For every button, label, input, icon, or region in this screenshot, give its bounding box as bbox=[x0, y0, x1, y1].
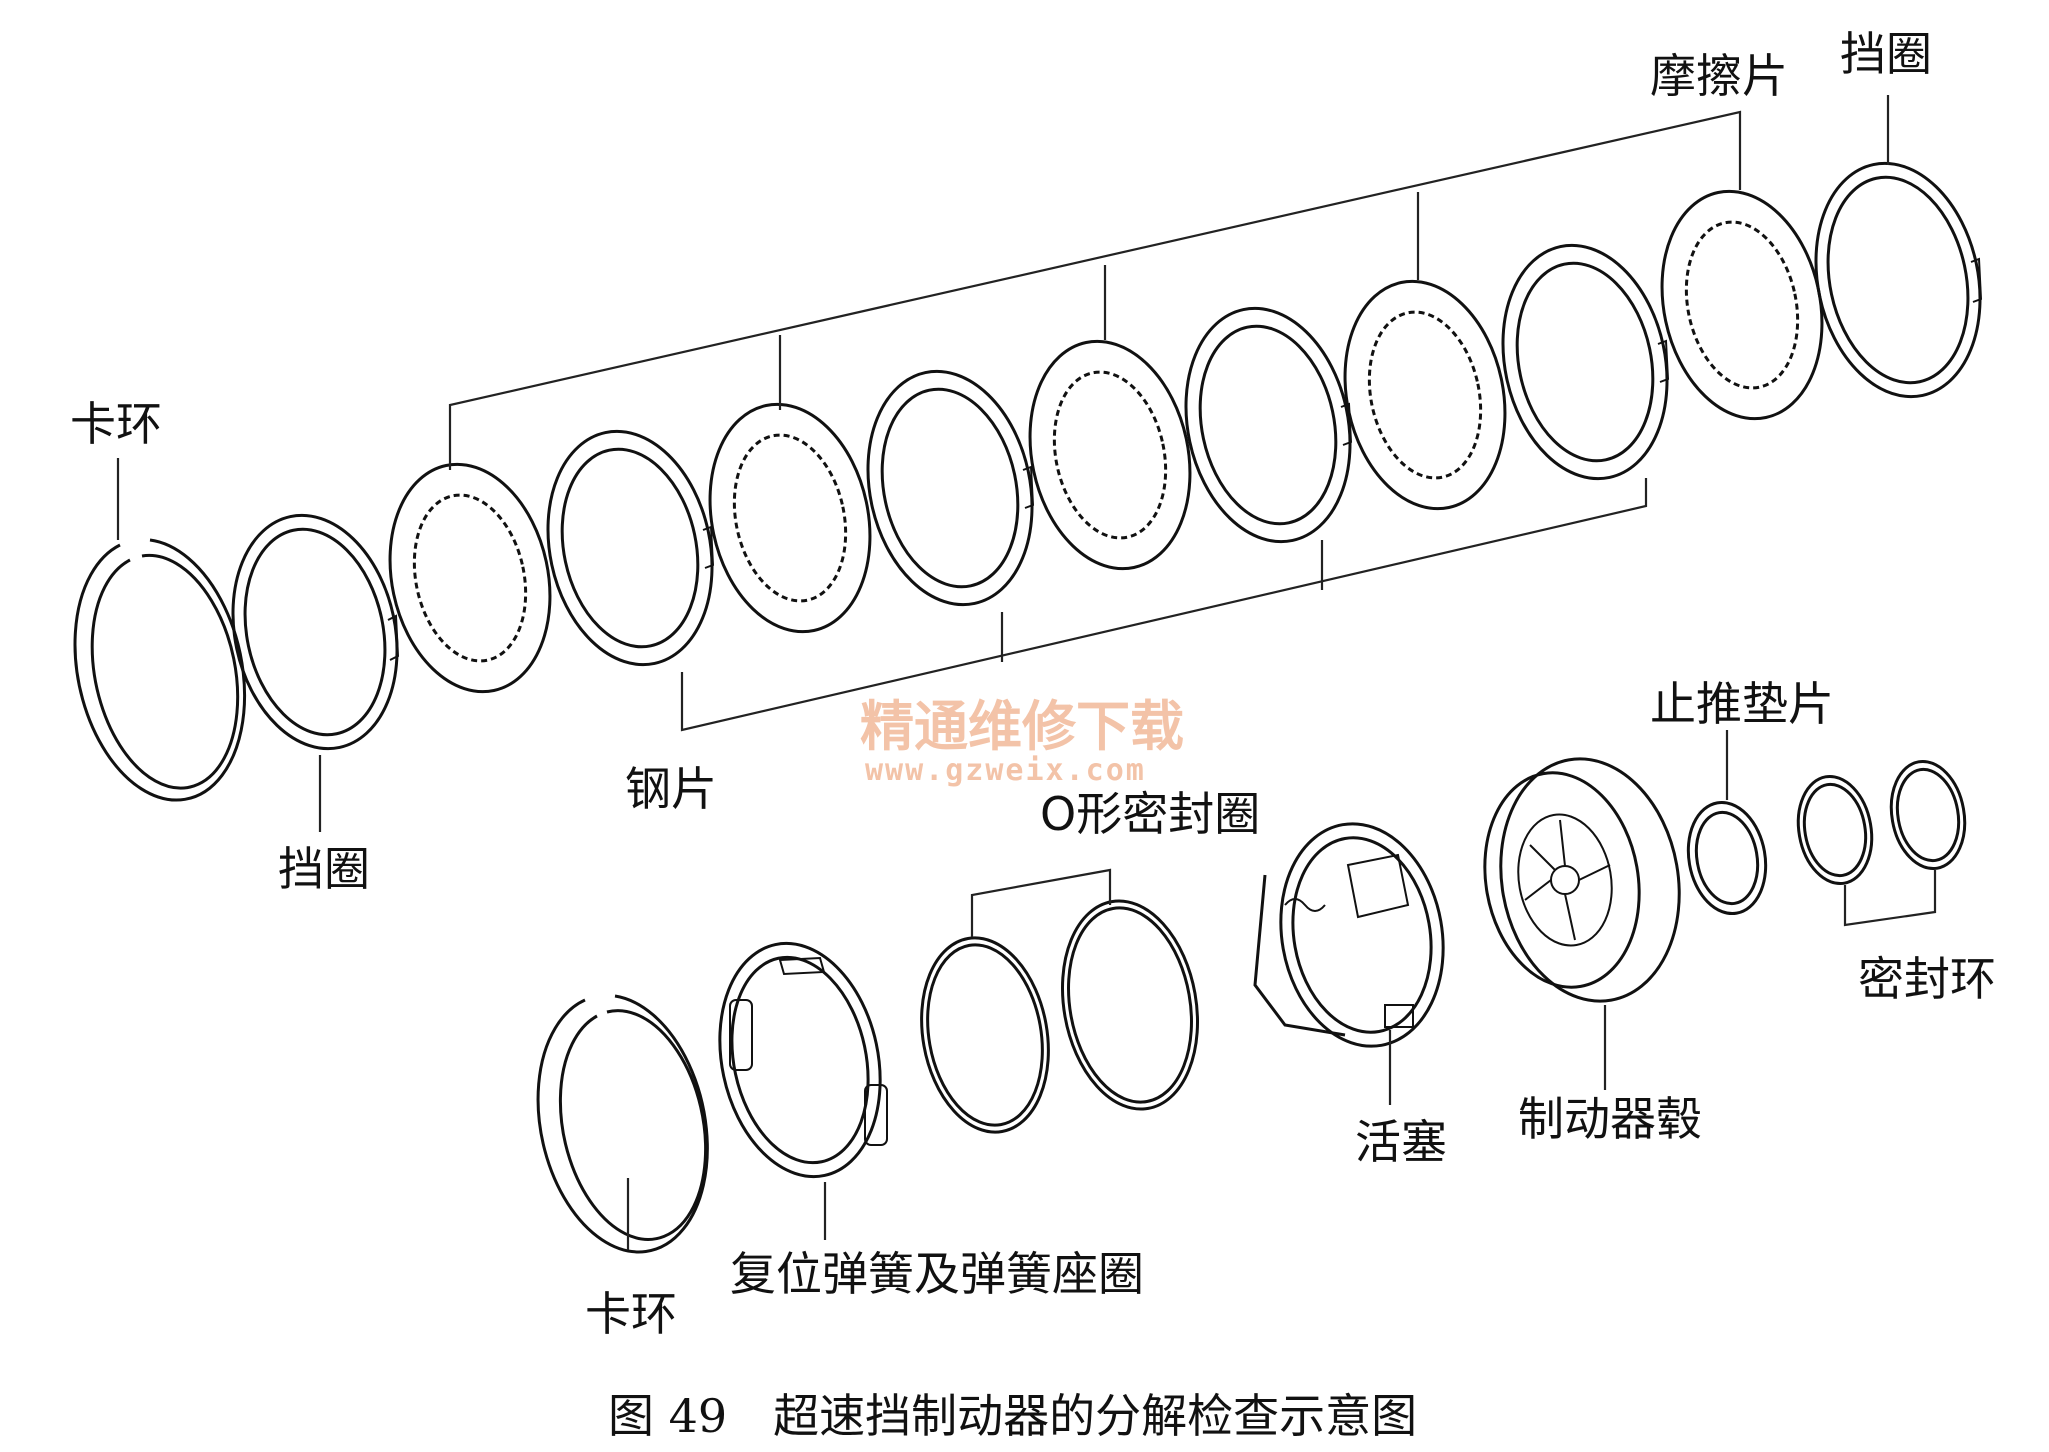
label-return-spring: 复位弹簧及弹簧座圈 bbox=[730, 1247, 1144, 1301]
watermark-cn: 精通维修下载 bbox=[860, 695, 1184, 758]
piston bbox=[1253, 822, 1445, 1048]
friction-plate-5 bbox=[1660, 189, 1824, 421]
seal-ring-1 bbox=[1796, 774, 1874, 886]
steel-plate-2 bbox=[866, 369, 1035, 607]
lower-snap-ring bbox=[536, 994, 709, 1254]
friction-plate-1 bbox=[388, 462, 552, 694]
label-thrust-washer: 止推垫片 bbox=[1650, 677, 1834, 731]
label-friction-plate: 摩擦片 bbox=[1650, 49, 1788, 103]
label-upper-snap-ring: 卡环 bbox=[70, 397, 162, 451]
label-lower-snap-ring: 卡环 bbox=[585, 1287, 677, 1341]
steel-plate-1 bbox=[546, 429, 715, 667]
label-upper-retainer-left: 挡圈 bbox=[278, 842, 370, 896]
friction-plate-4 bbox=[1343, 279, 1507, 511]
steel-plate-4 bbox=[1501, 243, 1670, 481]
label-o-ring: O形密封圈 bbox=[1040, 787, 1260, 841]
steel-plate-3 bbox=[1184, 306, 1353, 544]
label-seal-ring: 密封环 bbox=[1858, 952, 1996, 1006]
brake-hub bbox=[1483, 757, 1681, 1003]
watermark-url: www.gzweix.com bbox=[865, 753, 1146, 788]
label-upper-retainer-right: 挡圈 bbox=[1840, 27, 1932, 81]
label-brake-hub: 制动器毂 bbox=[1518, 1092, 1702, 1146]
label-piston: 活塞 bbox=[1355, 1115, 1447, 1169]
upper-retainer-right bbox=[1814, 161, 1983, 399]
seal-ring-2 bbox=[1889, 759, 1967, 871]
friction-plate-2 bbox=[708, 402, 872, 634]
figure-caption: 图 49 超速挡制动器的分解检查示意图 bbox=[608, 1389, 1417, 1443]
leader-lines bbox=[116, 95, 1937, 1250]
upper-snap-ring bbox=[73, 538, 247, 802]
o-ring-small bbox=[920, 936, 1050, 1134]
upper-retainer-left bbox=[231, 513, 400, 751]
thrust-washer bbox=[1686, 800, 1768, 916]
o-ring-large bbox=[1060, 899, 1200, 1111]
return-spring-assembly bbox=[718, 941, 888, 1179]
friction-plate-3 bbox=[1028, 339, 1192, 571]
label-steel-plate: 钢片 bbox=[625, 762, 717, 816]
